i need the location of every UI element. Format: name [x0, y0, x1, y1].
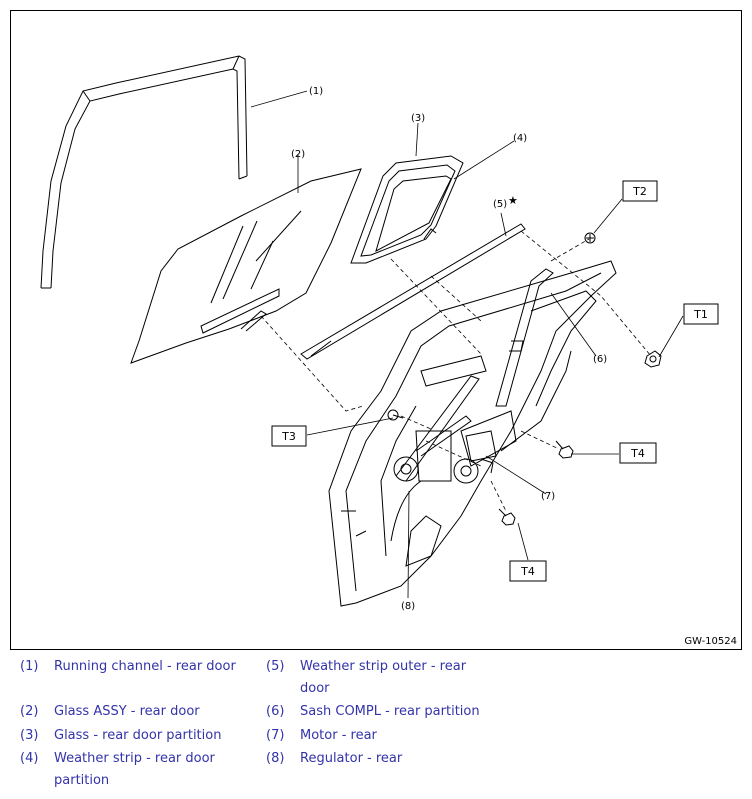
diagram-drawing: (1) (2) (3) (4) (5) ★ (6) (7) (8) T2 T1 … — [40, 55, 719, 612]
callout-2: (2) — [291, 149, 305, 160]
legend-text: Sash COMPL - rear partition — [300, 704, 480, 719]
callout-8: (8) — [401, 601, 415, 612]
running-channel — [40, 55, 248, 289]
legend-number: (4) — [20, 751, 39, 766]
torque-label-t4-upper: T4 — [619, 442, 657, 464]
glass-assy — [130, 168, 362, 364]
callout-1: (1) — [309, 86, 323, 97]
callout-5-star: ★ — [508, 194, 518, 207]
callout-4: (4) — [513, 133, 527, 144]
torque-label-t3: T3 — [271, 425, 307, 447]
callout-3: (3) — [411, 113, 425, 124]
callout-5: (5) — [493, 199, 507, 210]
svg-text:T4: T4 — [630, 447, 645, 460]
torque-label-t2: T2 — [622, 180, 658, 202]
weather-strip-outer — [300, 223, 526, 360]
torque-label-t1: T1 — [683, 303, 719, 325]
exploded-diagram: (1) (2) (3) (4) (5) ★ (6) (7) (8) T2 T1 … — [10, 10, 742, 650]
bolt-t2 — [584, 232, 596, 244]
legend-text: Weather strip outer - rear door — [300, 659, 467, 696]
legend-text: Weather strip - rear door partition — [54, 751, 215, 788]
regulator — [393, 375, 480, 482]
legend-number: (1) — [20, 659, 39, 674]
weather-strip-partition — [375, 175, 452, 252]
assembly-lines — [260, 230, 652, 512]
legend-number: (6) — [266, 704, 285, 719]
sash-compl — [495, 268, 554, 407]
legend-number: (7) — [266, 728, 285, 743]
glass-partition — [350, 155, 464, 264]
legend-text: Glass - rear door partition — [54, 728, 222, 743]
figure-id: GW-10524 — [684, 636, 737, 647]
legend-number: (8) — [266, 751, 285, 766]
door-panel — [328, 260, 617, 607]
callout-6: (6) — [593, 354, 607, 365]
bolt-t3 — [387, 409, 404, 421]
bolt-t1 — [644, 350, 662, 368]
legend-text: Glass ASSY - rear door — [54, 704, 200, 719]
leader-lines — [250, 90, 684, 599]
svg-text:T2: T2 — [632, 185, 647, 198]
legend-number: (5) — [266, 659, 285, 674]
motor — [453, 430, 497, 484]
torque-label-t4-lower: T4 — [509, 560, 547, 582]
legend-number: (2) — [20, 704, 39, 719]
callout-7: (7) — [541, 491, 555, 502]
legend-number: (3) — [20, 728, 39, 743]
svg-text:T1: T1 — [693, 308, 708, 321]
legend-text: Motor - rear — [300, 728, 377, 743]
legend-text: Regulator - rear — [300, 751, 403, 766]
bolt-t4-lower — [498, 508, 516, 526]
legend-text: Running channel - rear door — [54, 659, 236, 674]
svg-text:T3: T3 — [281, 430, 296, 443]
bolt-t4-upper — [555, 440, 574, 459]
svg-text:T4: T4 — [520, 565, 535, 578]
